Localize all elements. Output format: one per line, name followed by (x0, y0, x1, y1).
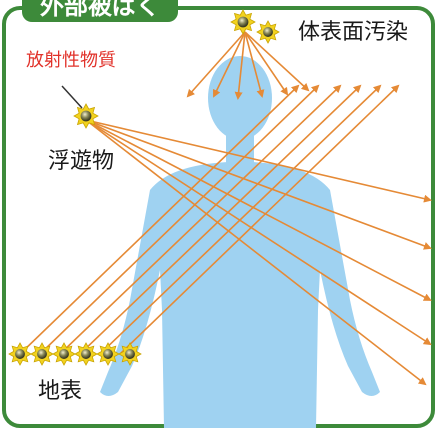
ground-arrow (99, 84, 382, 355)
radioactive-material-label: 放射性物質 (26, 50, 116, 71)
ground-particle-icon (118, 342, 142, 366)
ground-arrow (79, 84, 362, 355)
ground-particle-icon (74, 342, 98, 366)
surface-arrow (244, 31, 310, 92)
ground-label: 地表 (38, 379, 83, 404)
particles (8, 9, 280, 366)
label-pointer-line (61, 85, 83, 109)
surface-particle-icon (256, 20, 280, 44)
ground-particle-icon (52, 342, 76, 366)
ground-particle-icon (96, 342, 120, 366)
surface-arrow (244, 31, 289, 96)
page-title: 外部被ばく (22, 0, 178, 22)
ground-arrow (119, 84, 400, 355)
floating-arrow (85, 119, 432, 203)
surface-particle-icon (230, 9, 256, 35)
floating-material-label: 浮遊物 (48, 149, 115, 174)
surface-arrow (213, 31, 246, 98)
floating-particle-icon (73, 103, 99, 129)
human-body-silhouette (100, 56, 380, 428)
ground-particle-icon (8, 342, 32, 366)
surface-arrow (244, 31, 265, 98)
radiation-arrows (19, 31, 432, 386)
ground-particle-icon (30, 342, 54, 366)
surface-arrow (234, 31, 246, 100)
ground-arrow (19, 84, 300, 355)
floating-arrow (85, 119, 432, 346)
ground-arrow (59, 84, 342, 355)
floating-arrow (85, 119, 427, 386)
body-surface-label: 体表面汚染 (298, 20, 409, 45)
ground-arrow (39, 84, 320, 355)
floating-arrow (85, 119, 432, 301)
surface-arrow (186, 31, 246, 98)
